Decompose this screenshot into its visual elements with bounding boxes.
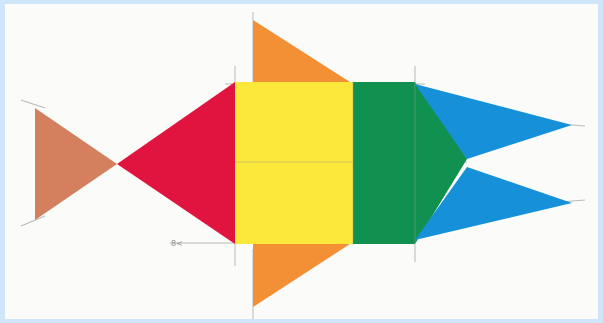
scan-mark-label: 8< (171, 239, 183, 248)
guide-line (21, 100, 45, 108)
orange-bottom-fin (253, 244, 350, 307)
red-triangle (117, 82, 235, 244)
yellow-square (235, 82, 353, 244)
tail-triangle (35, 108, 117, 220)
figure-canvas: 8< (5, 4, 598, 319)
orange-top-fin (253, 20, 350, 82)
guide-line (21, 216, 45, 226)
tangram-fish-figure: 8< (5, 4, 598, 319)
